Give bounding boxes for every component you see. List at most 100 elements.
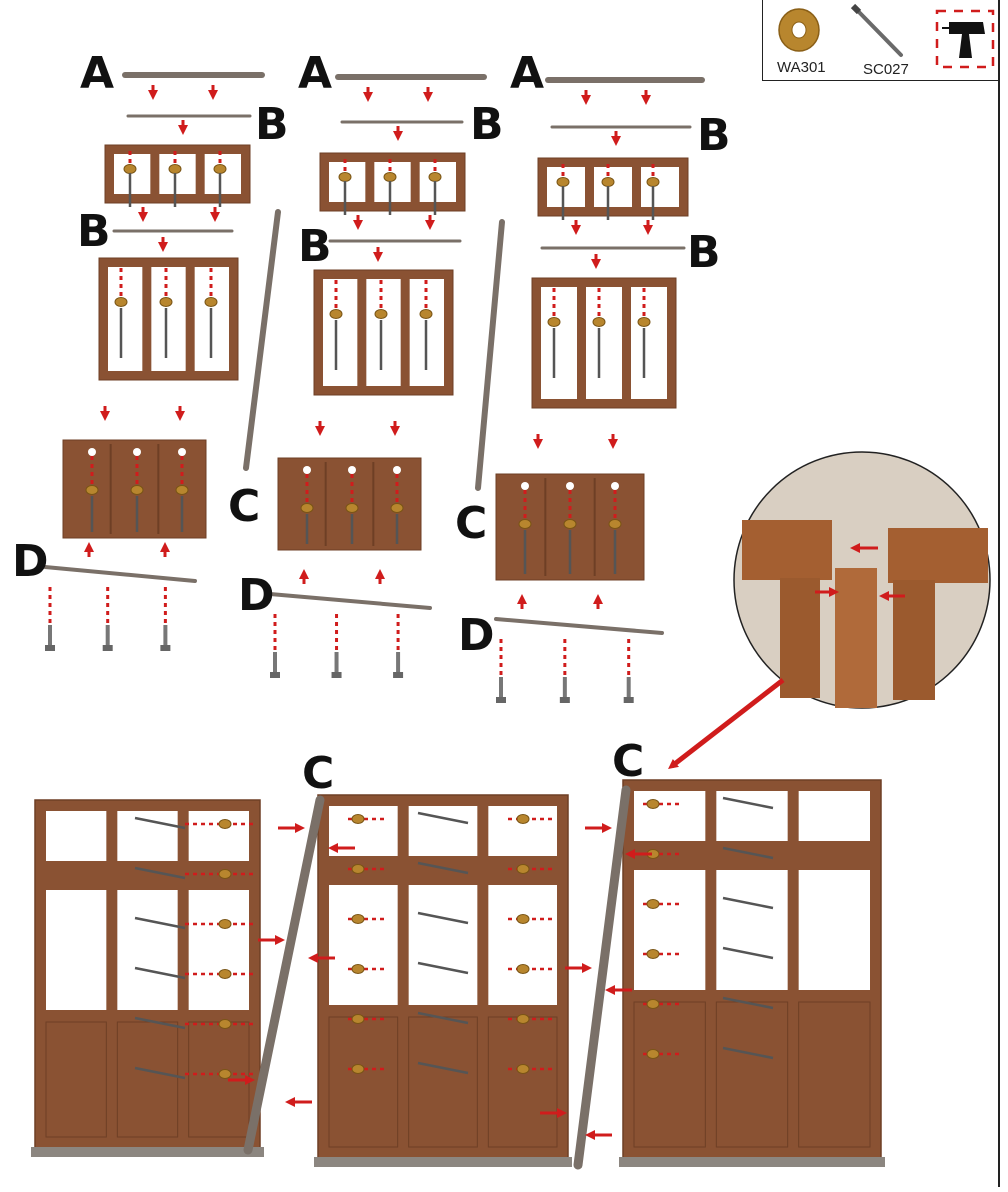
label-d-1: D: [12, 536, 49, 587]
label-a-2: A: [298, 48, 333, 99]
assembled-panel: [314, 794, 572, 1167]
washer-icon: [351, 914, 365, 924]
washer-icon: [646, 799, 660, 809]
washer-icon: [428, 172, 442, 182]
frame-opening: [547, 167, 585, 207]
drill-icon: [935, 9, 995, 69]
panel-window: [408, 885, 478, 1005]
label-b-5: B: [298, 221, 332, 272]
washer-icon: [646, 177, 660, 187]
frame-opening: [594, 167, 632, 207]
washer-icon: [218, 1019, 232, 1029]
washer-icon: [646, 999, 660, 1009]
panel-window: [488, 885, 557, 1005]
screw-hole: [521, 482, 529, 490]
label-d-3: D: [458, 610, 495, 661]
panel-fill: [328, 1016, 399, 1148]
frame-opening: [586, 287, 622, 399]
label-b-4: B: [77, 206, 111, 257]
washer-icon: [351, 1014, 365, 1024]
panel-window: [798, 791, 870, 841]
frame-opening: [641, 167, 679, 207]
bolt-head: [160, 645, 171, 651]
bolt-head: [331, 672, 342, 678]
washer-icon: [123, 164, 137, 174]
screw-hole: [611, 482, 619, 490]
bolt-head: [270, 672, 280, 678]
label-a-1: A: [80, 48, 115, 99]
frame-opening: [366, 279, 401, 386]
label-c-2: C: [455, 498, 488, 549]
screw-icon: [417, 961, 469, 975]
rail-d: [268, 592, 432, 610]
label-a-3: A: [510, 48, 545, 99]
label-b-2: B: [470, 99, 504, 150]
washer-icon: [516, 914, 530, 924]
washer-icon: [646, 949, 660, 959]
washer-icon: [351, 1064, 365, 1074]
bolt-head: [496, 697, 506, 703]
screw-icon: [722, 1046, 774, 1060]
panel-fill: [798, 1001, 871, 1148]
washer-icon: [646, 1049, 660, 1059]
frame-opening: [159, 154, 196, 194]
bolt-head: [45, 645, 55, 651]
washer-icon: [218, 869, 232, 879]
screw-hole: [393, 466, 401, 474]
bolt-head: [393, 672, 404, 678]
screw-icon: [722, 796, 774, 810]
callout-arrow: [668, 678, 785, 770]
panel-base: [314, 1157, 572, 1167]
screw-hole: [178, 448, 186, 456]
label-c-1: C: [228, 481, 261, 532]
detail-post-left: [742, 520, 832, 580]
panel-base: [31, 1147, 264, 1157]
panel-window: [488, 806, 557, 856]
screw-icon: [417, 1061, 469, 1075]
washer-icon: [351, 814, 365, 824]
panel-window: [188, 811, 249, 861]
washer-icon: [516, 814, 530, 824]
washer-icon: [778, 8, 820, 52]
washer-icon: [592, 317, 606, 327]
washer-icon: [601, 177, 615, 187]
detail-post-right: [888, 528, 988, 583]
label-c-3: C: [302, 748, 335, 799]
screw-icon: [134, 816, 186, 830]
panel-window: [329, 885, 398, 1005]
post-c: [573, 785, 631, 1170]
detail-post-left-leg: [780, 578, 820, 698]
screw-hole: [88, 448, 96, 456]
washer-icon: [419, 309, 433, 319]
washer-icon: [547, 317, 561, 327]
panel-window: [46, 890, 107, 1010]
frame-opening: [329, 162, 366, 202]
panel-fill: [116, 1021, 179, 1138]
washer-icon: [218, 969, 232, 979]
panel-window: [798, 870, 870, 990]
screw-hole: [566, 482, 574, 490]
panel-window: [117, 890, 178, 1010]
washer-icon: [218, 819, 232, 829]
panel-fill: [633, 1001, 706, 1148]
washer-icon: [516, 964, 530, 974]
screw-icon: [134, 966, 186, 980]
page-border: [998, 0, 1000, 1187]
washer-icon: [159, 297, 173, 307]
washer-icon: [556, 177, 570, 187]
washer-icon: [516, 1064, 530, 1074]
washer-icon: [608, 519, 622, 529]
washer-icon: [637, 317, 651, 327]
washer-icon: [218, 919, 232, 929]
post-c: [475, 219, 505, 491]
post-c: [243, 209, 281, 471]
panel-fill: [715, 1001, 789, 1148]
washer-icon: [168, 164, 182, 174]
part-code-wa301: WA301: [777, 59, 826, 76]
washer-icon: [338, 172, 352, 182]
label-c-4: C: [612, 736, 645, 787]
parts-box: WA301 SC027: [762, 0, 1000, 81]
washer-icon: [204, 297, 218, 307]
washer-icon: [351, 964, 365, 974]
